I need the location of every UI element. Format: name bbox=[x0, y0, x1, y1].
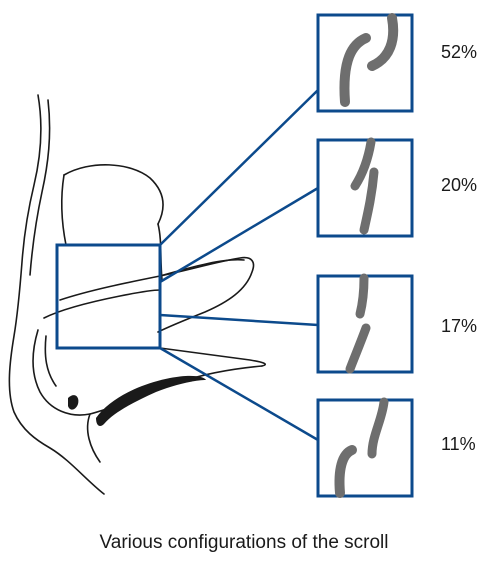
connector-lines bbox=[159, 89, 319, 442]
figure-caption: Various configurations of the scroll bbox=[99, 532, 389, 553]
panel-2 bbox=[316, 137, 414, 238]
highlight-box bbox=[55, 243, 162, 350]
panel-1 bbox=[316, 13, 414, 113]
panel-3-percentage: 17% bbox=[441, 316, 478, 336]
panel-4 bbox=[316, 397, 414, 498]
nostril-inner bbox=[68, 395, 79, 410]
panel-1-percentage: 52% bbox=[441, 42, 478, 62]
panel-2-percentage: 20% bbox=[441, 175, 478, 195]
nostril-shape bbox=[96, 375, 206, 426]
nose-profile-drawing bbox=[8, 94, 266, 495]
panel-4-percentage: 11% bbox=[441, 434, 476, 454]
panel-3 bbox=[316, 273, 414, 374]
